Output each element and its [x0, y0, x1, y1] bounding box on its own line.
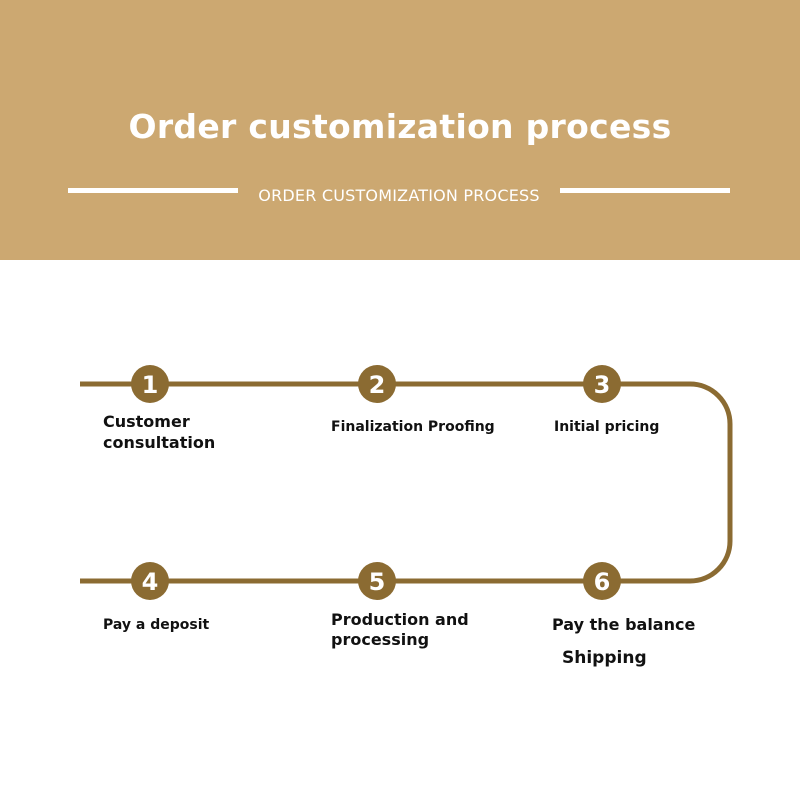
step-marker-4: 4 [131, 562, 169, 600]
step-label-1: Customer consultation [103, 411, 263, 453]
step-number-3: 3 [594, 371, 611, 399]
step-number-4: 4 [142, 568, 159, 596]
step-number-6: 6 [594, 568, 611, 596]
step-label-6: Pay the balance [552, 615, 752, 635]
step-marker-5: 5 [358, 562, 396, 600]
step-marker-6: 6 [583, 562, 621, 600]
divider-left [68, 188, 238, 193]
step-marker-3: 3 [583, 365, 621, 403]
step-label-2: Finalization Proofing [331, 417, 531, 437]
step-marker-1: 1 [131, 365, 169, 403]
step-marker-2: 2 [358, 365, 396, 403]
page-title: Order customization process [128, 107, 672, 146]
divider-right [560, 188, 730, 193]
page-subtitle: ORDER CUSTOMIZATION PROCESS [258, 186, 540, 205]
flow-connector-line [80, 381, 733, 584]
header-banner: Order customization process ORDER CUSTOM… [0, 0, 800, 260]
step-number-2: 2 [369, 371, 386, 399]
step-label-5: Production and processing [331, 610, 501, 650]
step-label-4: Pay a deposit [103, 615, 263, 635]
step-number-1: 1 [142, 371, 159, 399]
step-label-3: Initial pricing [554, 417, 714, 437]
step-number-5: 5 [369, 568, 386, 596]
step-sublabel-6: Shipping [562, 647, 722, 669]
